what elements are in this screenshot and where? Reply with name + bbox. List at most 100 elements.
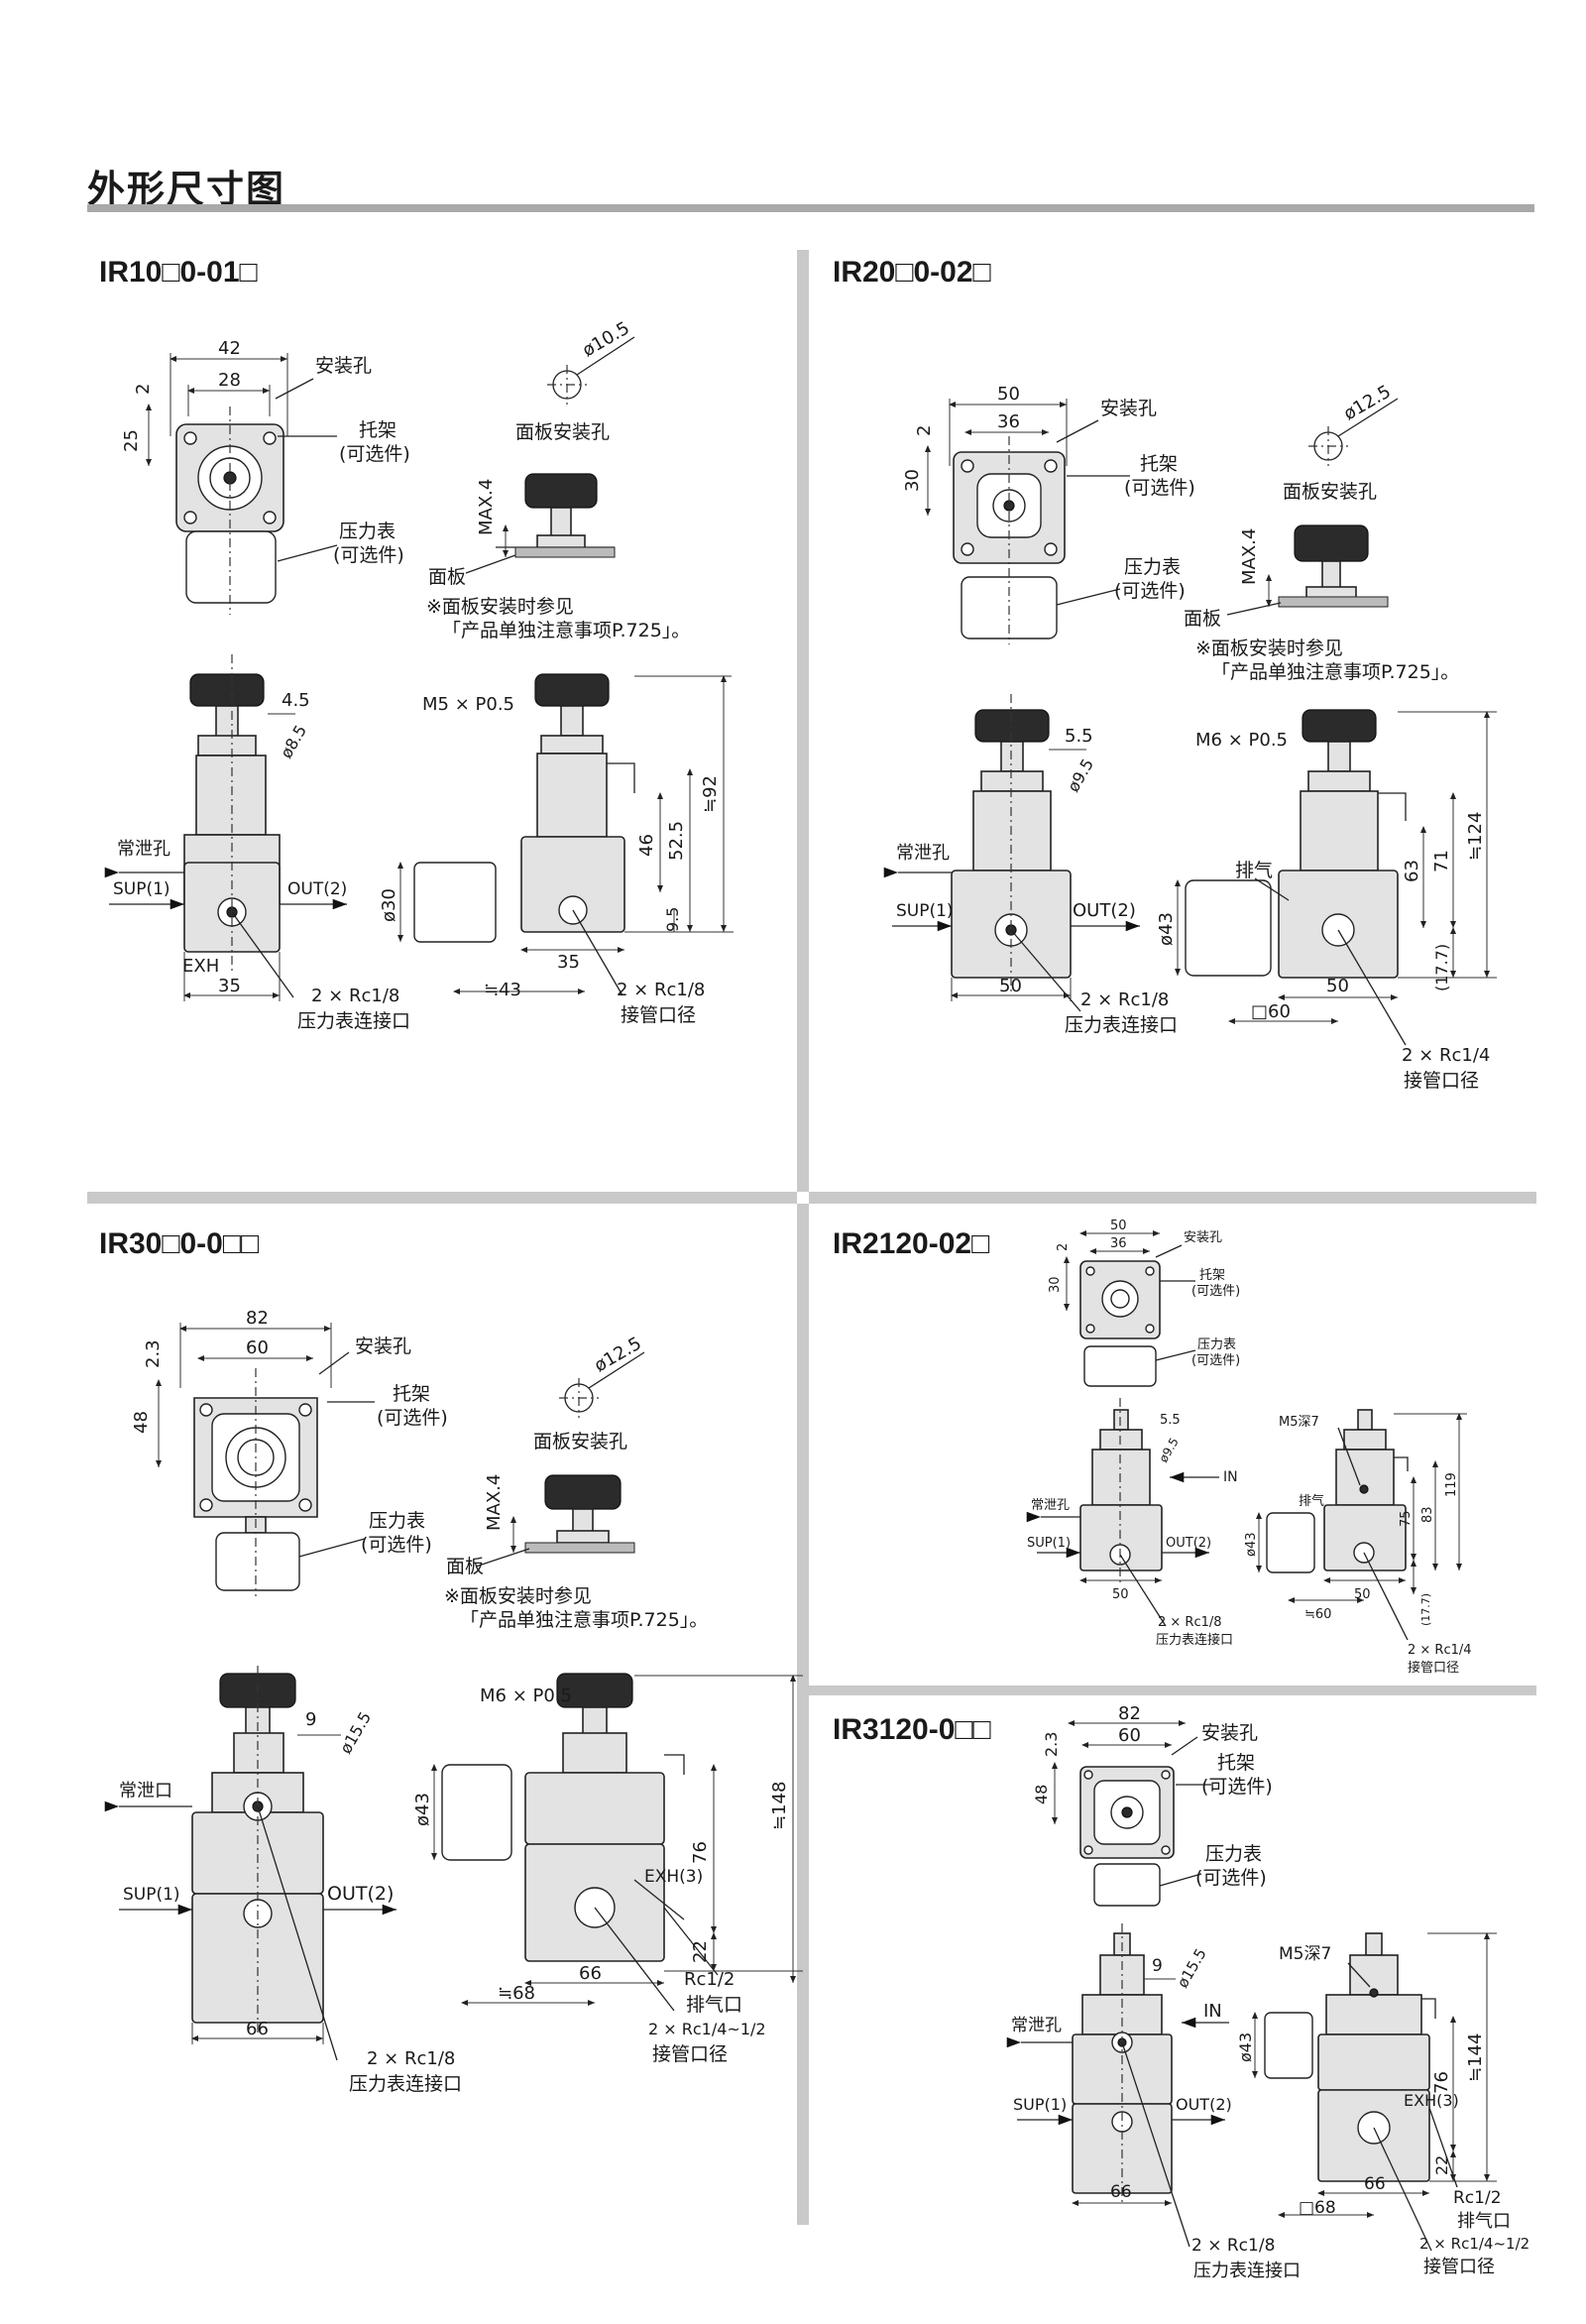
ir2120-label-bracket-opt: (可选件) bbox=[1191, 1284, 1240, 1299]
ir10-dim-30: ø30 bbox=[379, 888, 399, 922]
ir20-port1-name: 压力表连接口 bbox=[1065, 1014, 1178, 1036]
ir20-dim-50a: 50 bbox=[999, 976, 1022, 996]
ir2120-label-gauge: 压力表 bbox=[1197, 1337, 1236, 1352]
ir20-side-view bbox=[1175, 709, 1497, 1046]
ir20-dim-5-5: 5.5 bbox=[1065, 726, 1093, 747]
ir2120-label-mount-hole: 安装孔 bbox=[1184, 1230, 1222, 1245]
ir20-label-gauge: 压力表 bbox=[1124, 556, 1181, 578]
ir2120-dim-9-5: ø9.5 bbox=[1156, 1436, 1181, 1465]
ir30-dim-60: 60 bbox=[246, 1337, 269, 1358]
ir10-dim-m5: M5 × P0.5 bbox=[422, 694, 514, 715]
ir30-dim-max4: MAX.4 bbox=[484, 1474, 505, 1531]
ir30-port1-name: 压力表连接口 bbox=[349, 2073, 462, 2095]
ir10-dim-28: 28 bbox=[218, 370, 241, 391]
ir2120-dim-50: 50 bbox=[1110, 1219, 1127, 1233]
row-divider-left bbox=[87, 1192, 797, 1204]
column-divider-bottom bbox=[797, 1204, 809, 2225]
ir30-label-exh: EXH(3) bbox=[644, 1867, 703, 1887]
ir30-label-sup: SUP(1) bbox=[123, 1885, 180, 1905]
ir3120-port1-name: 压力表连接口 bbox=[1193, 2261, 1301, 2281]
ir30-port2: 2 × Rc1/4~1/2 bbox=[648, 2020, 766, 2038]
ir10-dim-max4: MAX.4 bbox=[476, 479, 497, 535]
ir10-dim-8-5: ø8.5 bbox=[277, 722, 310, 761]
ir2120-dim-50a: 50 bbox=[1112, 1587, 1129, 1602]
ir3120-label-out: OUT(2) bbox=[1176, 2095, 1232, 2114]
column-divider-top bbox=[797, 250, 809, 1192]
ir30-port2-name: 接管口径 bbox=[652, 2043, 728, 2065]
ir30-dim-22: 22 bbox=[690, 1940, 711, 1963]
ir10-port2: 2 × Rc1/8 bbox=[617, 980, 705, 1000]
ir20-label-relief: 常泄孔 bbox=[896, 843, 950, 864]
ir30-rc12: Rc1/2 bbox=[684, 1969, 735, 1990]
ir3120-label-gauge-opt: (可选件) bbox=[1195, 1867, 1267, 1889]
ir2120-dim-2: 2 bbox=[1056, 1243, 1071, 1251]
ir10-label-bracket-opt: (可选件) bbox=[339, 443, 410, 465]
ir2120-label-out: OUT(2) bbox=[1166, 1536, 1211, 1551]
ir10-label-panel: 面板 bbox=[428, 566, 466, 588]
ir3120-dim-66a: 66 bbox=[1110, 2182, 1132, 2202]
ir10-dim-52-5: 52.5 bbox=[666, 821, 687, 861]
ir3120-label-gauge: 压力表 bbox=[1205, 1843, 1262, 1865]
ir20-dim-2: 2 bbox=[914, 425, 935, 436]
ir20-label-panel-hole: 面板安装孔 bbox=[1283, 481, 1377, 503]
ir10-label-exh: EXH bbox=[182, 956, 219, 977]
ir20-top-view bbox=[925, 399, 1130, 644]
ir3120-exhaust-port: 排气口 bbox=[1457, 2211, 1511, 2232]
ir3120-dim-2-3: 2.3 bbox=[1042, 1732, 1061, 1757]
ir30-label-bracket-opt: (可选件) bbox=[377, 1407, 448, 1429]
ir30-dim-148: ≒148 bbox=[769, 1782, 790, 1830]
ir3120-label-in: IN bbox=[1203, 2001, 1222, 2022]
ir20-dim-124: ≒124 bbox=[1465, 812, 1486, 861]
ir3120-label-mount-hole: 安装孔 bbox=[1201, 1722, 1258, 1744]
ir3120-dim-76: 76 bbox=[1431, 2071, 1452, 2094]
ir2120-side-view bbox=[1256, 1409, 1467, 1641]
ir3120-dim-43: ø43 bbox=[1236, 2033, 1255, 2062]
ir20-label-out: OUT(2) bbox=[1073, 900, 1136, 921]
ir30-label-panel: 面板 bbox=[446, 1556, 484, 1577]
ir2120-dim-5-5: 5.5 bbox=[1160, 1413, 1181, 1428]
ir30-label-mount-hole: 安装孔 bbox=[355, 1336, 411, 1357]
ir20-port1: 2 × Rc1/8 bbox=[1080, 989, 1169, 1010]
ir10-note-2: 「产品单独注意事项P.725」。 bbox=[442, 620, 690, 641]
ir3120-side-view bbox=[1252, 1932, 1497, 2252]
ir10-dim-4-5: 4.5 bbox=[282, 690, 310, 711]
ir20-dim-m6: M6 × P0.5 bbox=[1195, 730, 1288, 751]
ir10-dim-35a: 35 bbox=[218, 976, 241, 996]
ir20-dim-50b: 50 bbox=[1326, 976, 1349, 996]
ir2120-dim-30: 30 bbox=[1048, 1276, 1063, 1293]
ir30-dim-43: ø43 bbox=[412, 1793, 433, 1826]
ir30-top-view bbox=[156, 1323, 375, 1596]
ir30-dim-66a: 66 bbox=[246, 2019, 269, 2039]
ir10-side-view bbox=[397, 673, 734, 996]
ir3120-front-view bbox=[1006, 1923, 1229, 2248]
ir20-panel-mount bbox=[1226, 398, 1399, 616]
ir3120-dim-60: 60 bbox=[1118, 1725, 1141, 1746]
ir20-label-exhaust: 排气 bbox=[1235, 860, 1273, 881]
ir10-label-relief: 常泄孔 bbox=[117, 839, 170, 860]
page-heading: 外形尺寸图 bbox=[87, 168, 286, 211]
ir10-label-bracket: 托架 bbox=[359, 419, 396, 441]
ir2120-dim-43: ø43 bbox=[1244, 1533, 1259, 1558]
ir30-port1: 2 × Rc1/8 bbox=[367, 2048, 455, 2069]
ir2120-dim-119: 119 bbox=[1444, 1472, 1459, 1497]
ir20-port2-name: 接管口径 bbox=[1404, 1070, 1479, 1092]
ir10-dim-92: ≒92 bbox=[700, 775, 721, 813]
ir20-label-bracket: 托架 bbox=[1140, 453, 1178, 475]
ir10-drawing: 42 28 2 25 安装孔 托架 (可选件) 压力表 (可选件) ø10.5 … bbox=[104, 318, 734, 1032]
model-title-ir30: IR30□0-0□□ bbox=[99, 1227, 260, 1260]
ir10-label-gauge: 压力表 bbox=[339, 521, 396, 542]
ir2120-port2-name: 接管口径 bbox=[1408, 1660, 1459, 1676]
ir20-dim-43: ø43 bbox=[1156, 912, 1177, 946]
ir20-note-1: ※面板安装时参见 bbox=[1195, 638, 1343, 659]
ir2120-dim-60: ≒60 bbox=[1304, 1607, 1331, 1622]
ir30-label-gauge: 压力表 bbox=[369, 1510, 425, 1532]
model-title-ir20: IR20□0-02□ bbox=[833, 256, 991, 289]
ir30-dim-82: 82 bbox=[246, 1308, 269, 1329]
ir3120-label-relief: 常泄孔 bbox=[1011, 2016, 1062, 2035]
ir30-dim-76: 76 bbox=[690, 1841, 711, 1864]
ir10-dim-42: 42 bbox=[218, 338, 241, 359]
ir3120-dim-15-5: ø15.5 bbox=[1174, 1945, 1210, 1991]
ir2120-label-gauge-opt: (可选件) bbox=[1191, 1353, 1240, 1368]
ir30-dim-68: ≒68 bbox=[498, 1983, 535, 2004]
